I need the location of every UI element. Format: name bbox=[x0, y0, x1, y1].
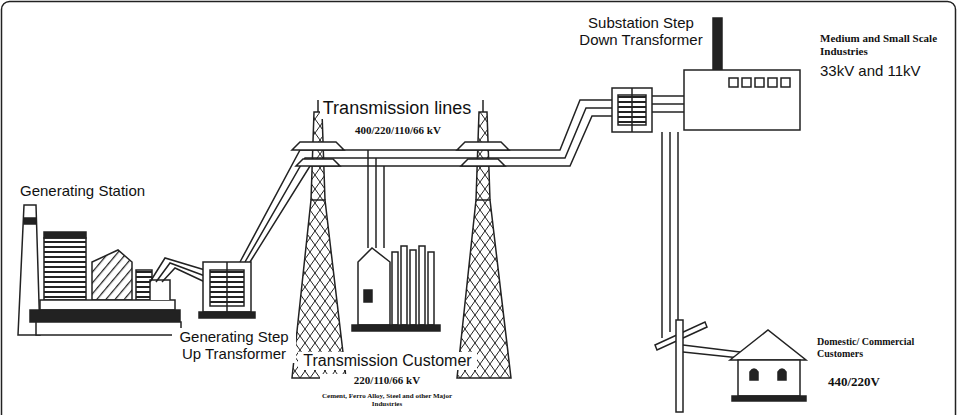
substation-transformer bbox=[612, 88, 652, 132]
transmission-customer-plant bbox=[352, 246, 440, 331]
generating-station bbox=[18, 205, 181, 335]
transmission-wires bbox=[240, 100, 612, 262]
industry-note: Cement, Ferro Alloy, Steel and other Maj… bbox=[310, 392, 464, 408]
tower bbox=[292, 100, 346, 378]
lines-label: Transmission lines bbox=[320, 98, 474, 119]
step-up-transformer bbox=[199, 262, 255, 318]
transformer-label: Generating Step Up Transformer bbox=[172, 328, 296, 363]
voltage-label: 400/220/110/66 kV bbox=[326, 124, 470, 137]
distribution-pole bbox=[655, 320, 740, 412]
industry-label: Medium and Small Scale Industries bbox=[818, 32, 947, 57]
house bbox=[730, 330, 806, 401]
customer-label: Transmission Customer bbox=[298, 352, 477, 370]
tower bbox=[457, 100, 511, 378]
distribution-wires bbox=[652, 96, 684, 338]
customer-label: Domestic/ Commercial Customers bbox=[815, 336, 951, 359]
station-label: Generating Station bbox=[18, 182, 172, 199]
customer-tap bbox=[368, 150, 384, 248]
voltage-label: 440/220V bbox=[826, 375, 930, 390]
station-cables bbox=[150, 258, 205, 282]
voltage-label: 33kV and 11kV bbox=[818, 62, 947, 79]
voltage-label: 220/110/66 kV bbox=[320, 374, 454, 387]
substation-label: Substation Step Down Transformer bbox=[574, 14, 708, 49]
